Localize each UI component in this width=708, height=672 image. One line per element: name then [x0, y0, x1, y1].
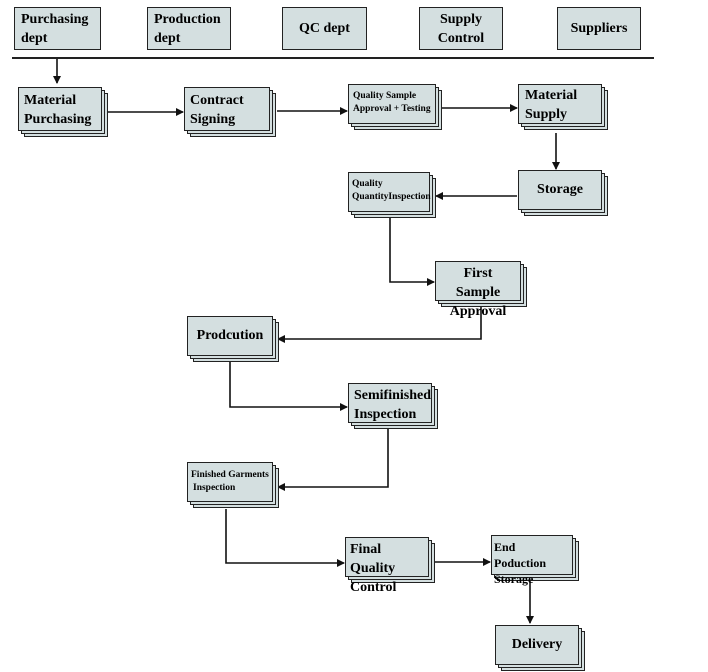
node-label-line2: Approval + Testing	[353, 103, 431, 114]
arrow-first-to-production	[277, 307, 482, 343]
arrow-finished-to-final	[225, 509, 345, 567]
node-front: Delivery	[495, 625, 579, 665]
node-label-line1: Finished Garments	[191, 470, 269, 480]
node-label-line1: Quality Sample	[353, 91, 417, 101]
node-storage: Storage	[518, 170, 608, 216]
node-label-line1: Delivery	[511, 636, 563, 652]
node-label-line2: Purchasing	[24, 111, 92, 127]
dept-purchasing: Purchasing dept	[14, 7, 101, 50]
dept-suppliers-label: Suppliers	[570, 21, 628, 36]
node-delivery: Delivery	[495, 625, 585, 671]
arrow-production-to-semi	[229, 361, 348, 411]
arrow-semi-to-finished	[277, 428, 389, 491]
dept-supply-control: Supply Control	[419, 7, 503, 50]
node-label-line2: Storage	[494, 572, 534, 587]
node-label-line2: Approval	[449, 303, 507, 319]
node-material-purchasing: Material Purchasing	[18, 87, 108, 137]
dept-suppliers: Suppliers	[557, 7, 641, 50]
dept-qc-label: QC dept	[299, 21, 350, 36]
node-label-line1: End Poduction	[494, 540, 547, 571]
node-front: Prodcution	[187, 316, 273, 356]
node-final-quality: Final Quality Control	[345, 537, 435, 595]
node-first-sample: First Sample Approval	[435, 261, 527, 319]
dept-supply-line1: Supply	[439, 11, 483, 27]
node-label-line1: First Sample	[455, 266, 501, 300]
node-label-line2: Inspection	[354, 406, 417, 422]
node-semifinished: Semifinished Inspection	[348, 383, 438, 429]
node-front: Quality QuantityInspection	[348, 172, 431, 212]
dept-production: Production dept	[147, 7, 231, 50]
node-material-supply: Material Supply	[518, 84, 608, 130]
node-end-production: End Poduction Storage	[491, 535, 579, 586]
arrow-quality-to-first	[389, 218, 435, 286]
node-front: First Sample Approval	[435, 261, 521, 319]
node-quality-quantity: Quality QuantityInspection	[348, 172, 436, 218]
node-label-line2: Inspection	[193, 482, 236, 493]
node-front: Material Supply	[518, 84, 602, 124]
node-contract-signing: Contract Signing	[184, 87, 276, 137]
node-label-line1: Material	[525, 88, 578, 103]
dept-supply-line2: Control	[437, 30, 485, 46]
node-label-line2: Supply	[525, 106, 568, 122]
node-label-line1: Prodcution	[196, 327, 264, 343]
dept-purchasing-line2: dept	[21, 31, 48, 46]
node-front: Storage	[518, 170, 602, 210]
node-label-line1: Contract	[190, 93, 244, 108]
node-front: Semifinished Inspection	[348, 383, 432, 423]
node-front: Finished Garments Inspection	[187, 462, 273, 502]
node-label-line2: Control	[350, 579, 397, 595]
node-front: Material Purchasing	[18, 87, 102, 131]
node-label-line1: Quality	[352, 179, 383, 189]
dept-qc: QC dept	[282, 7, 367, 50]
node-front: Quality Sample Approval + Testing	[348, 84, 436, 124]
node-front: Final Quality Control	[345, 537, 429, 595]
header-divider	[12, 57, 654, 59]
node-front: Contract Signing	[184, 87, 270, 131]
node-production: Prodcution	[187, 316, 279, 362]
node-quality-sample: Quality Sample Approval + Testing	[348, 84, 442, 130]
node-label-line1: Storage	[537, 181, 583, 197]
dept-production-line1: Production	[154, 12, 221, 27]
node-finished-garments: Finished Garments Inspection	[187, 462, 279, 508]
node-label-line2: Signing	[190, 111, 236, 127]
node-label-line1: Final Quality	[350, 542, 396, 576]
node-label-line1: Semifinished	[354, 388, 432, 403]
node-label-line1: Material	[24, 93, 77, 108]
dept-production-line2: dept	[154, 31, 181, 46]
node-front: End Poduction Storage	[491, 535, 573, 586]
dept-purchasing-line1: Purchasing	[21, 12, 89, 27]
node-label-line2: QuantityInspection	[352, 191, 431, 202]
